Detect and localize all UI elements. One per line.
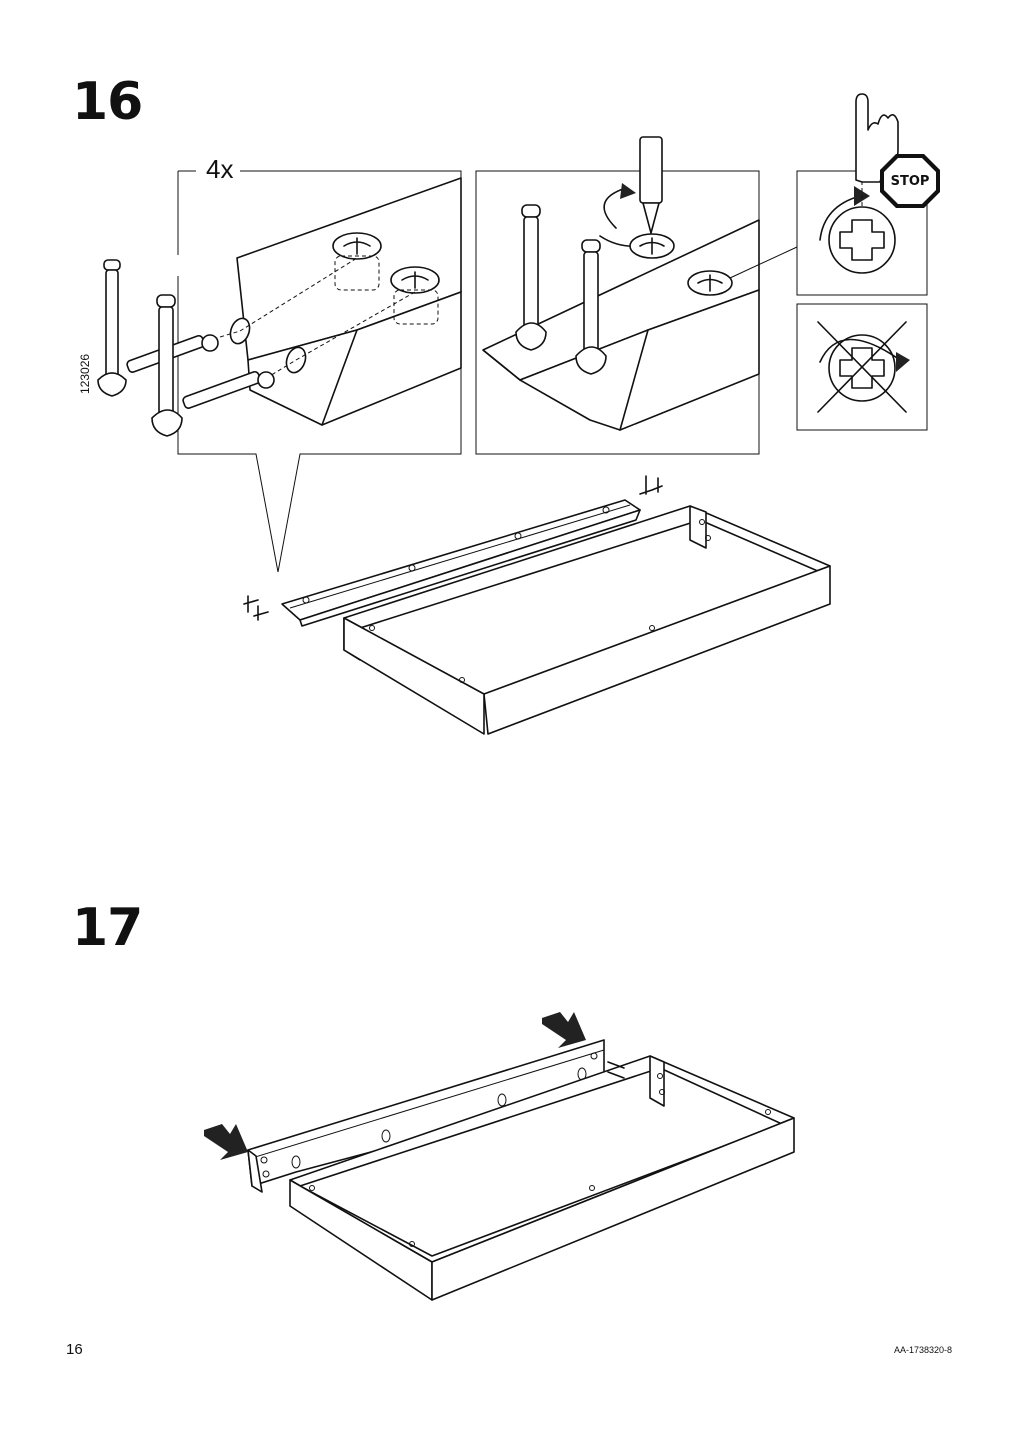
push-arrow-icon — [542, 1012, 586, 1048]
part-number-label: 123026 — [78, 353, 92, 394]
inset-incorrect-overtightening — [796, 303, 928, 431]
pointing-hand-icon — [855, 93, 899, 183]
page-number: 16 — [66, 1341, 83, 1358]
stop-label: STOP — [891, 174, 930, 189]
step-number: 17 — [72, 898, 143, 958]
push-arrow-icon — [204, 1124, 248, 1160]
step-number: 16 — [72, 72, 143, 132]
detail-panel-insert-cam-locks — [97, 170, 462, 573]
frame-with-rail — [247, 1039, 795, 1301]
frame-base — [343, 505, 831, 735]
quantity-label: 4x — [203, 154, 237, 185]
detail-panel-tighten-cam — [475, 136, 798, 455]
rail-being-attached — [243, 475, 663, 627]
document-code: AA-1738320-8 — [894, 1345, 953, 1355]
stop-sign-icon: STOP — [880, 154, 940, 208]
